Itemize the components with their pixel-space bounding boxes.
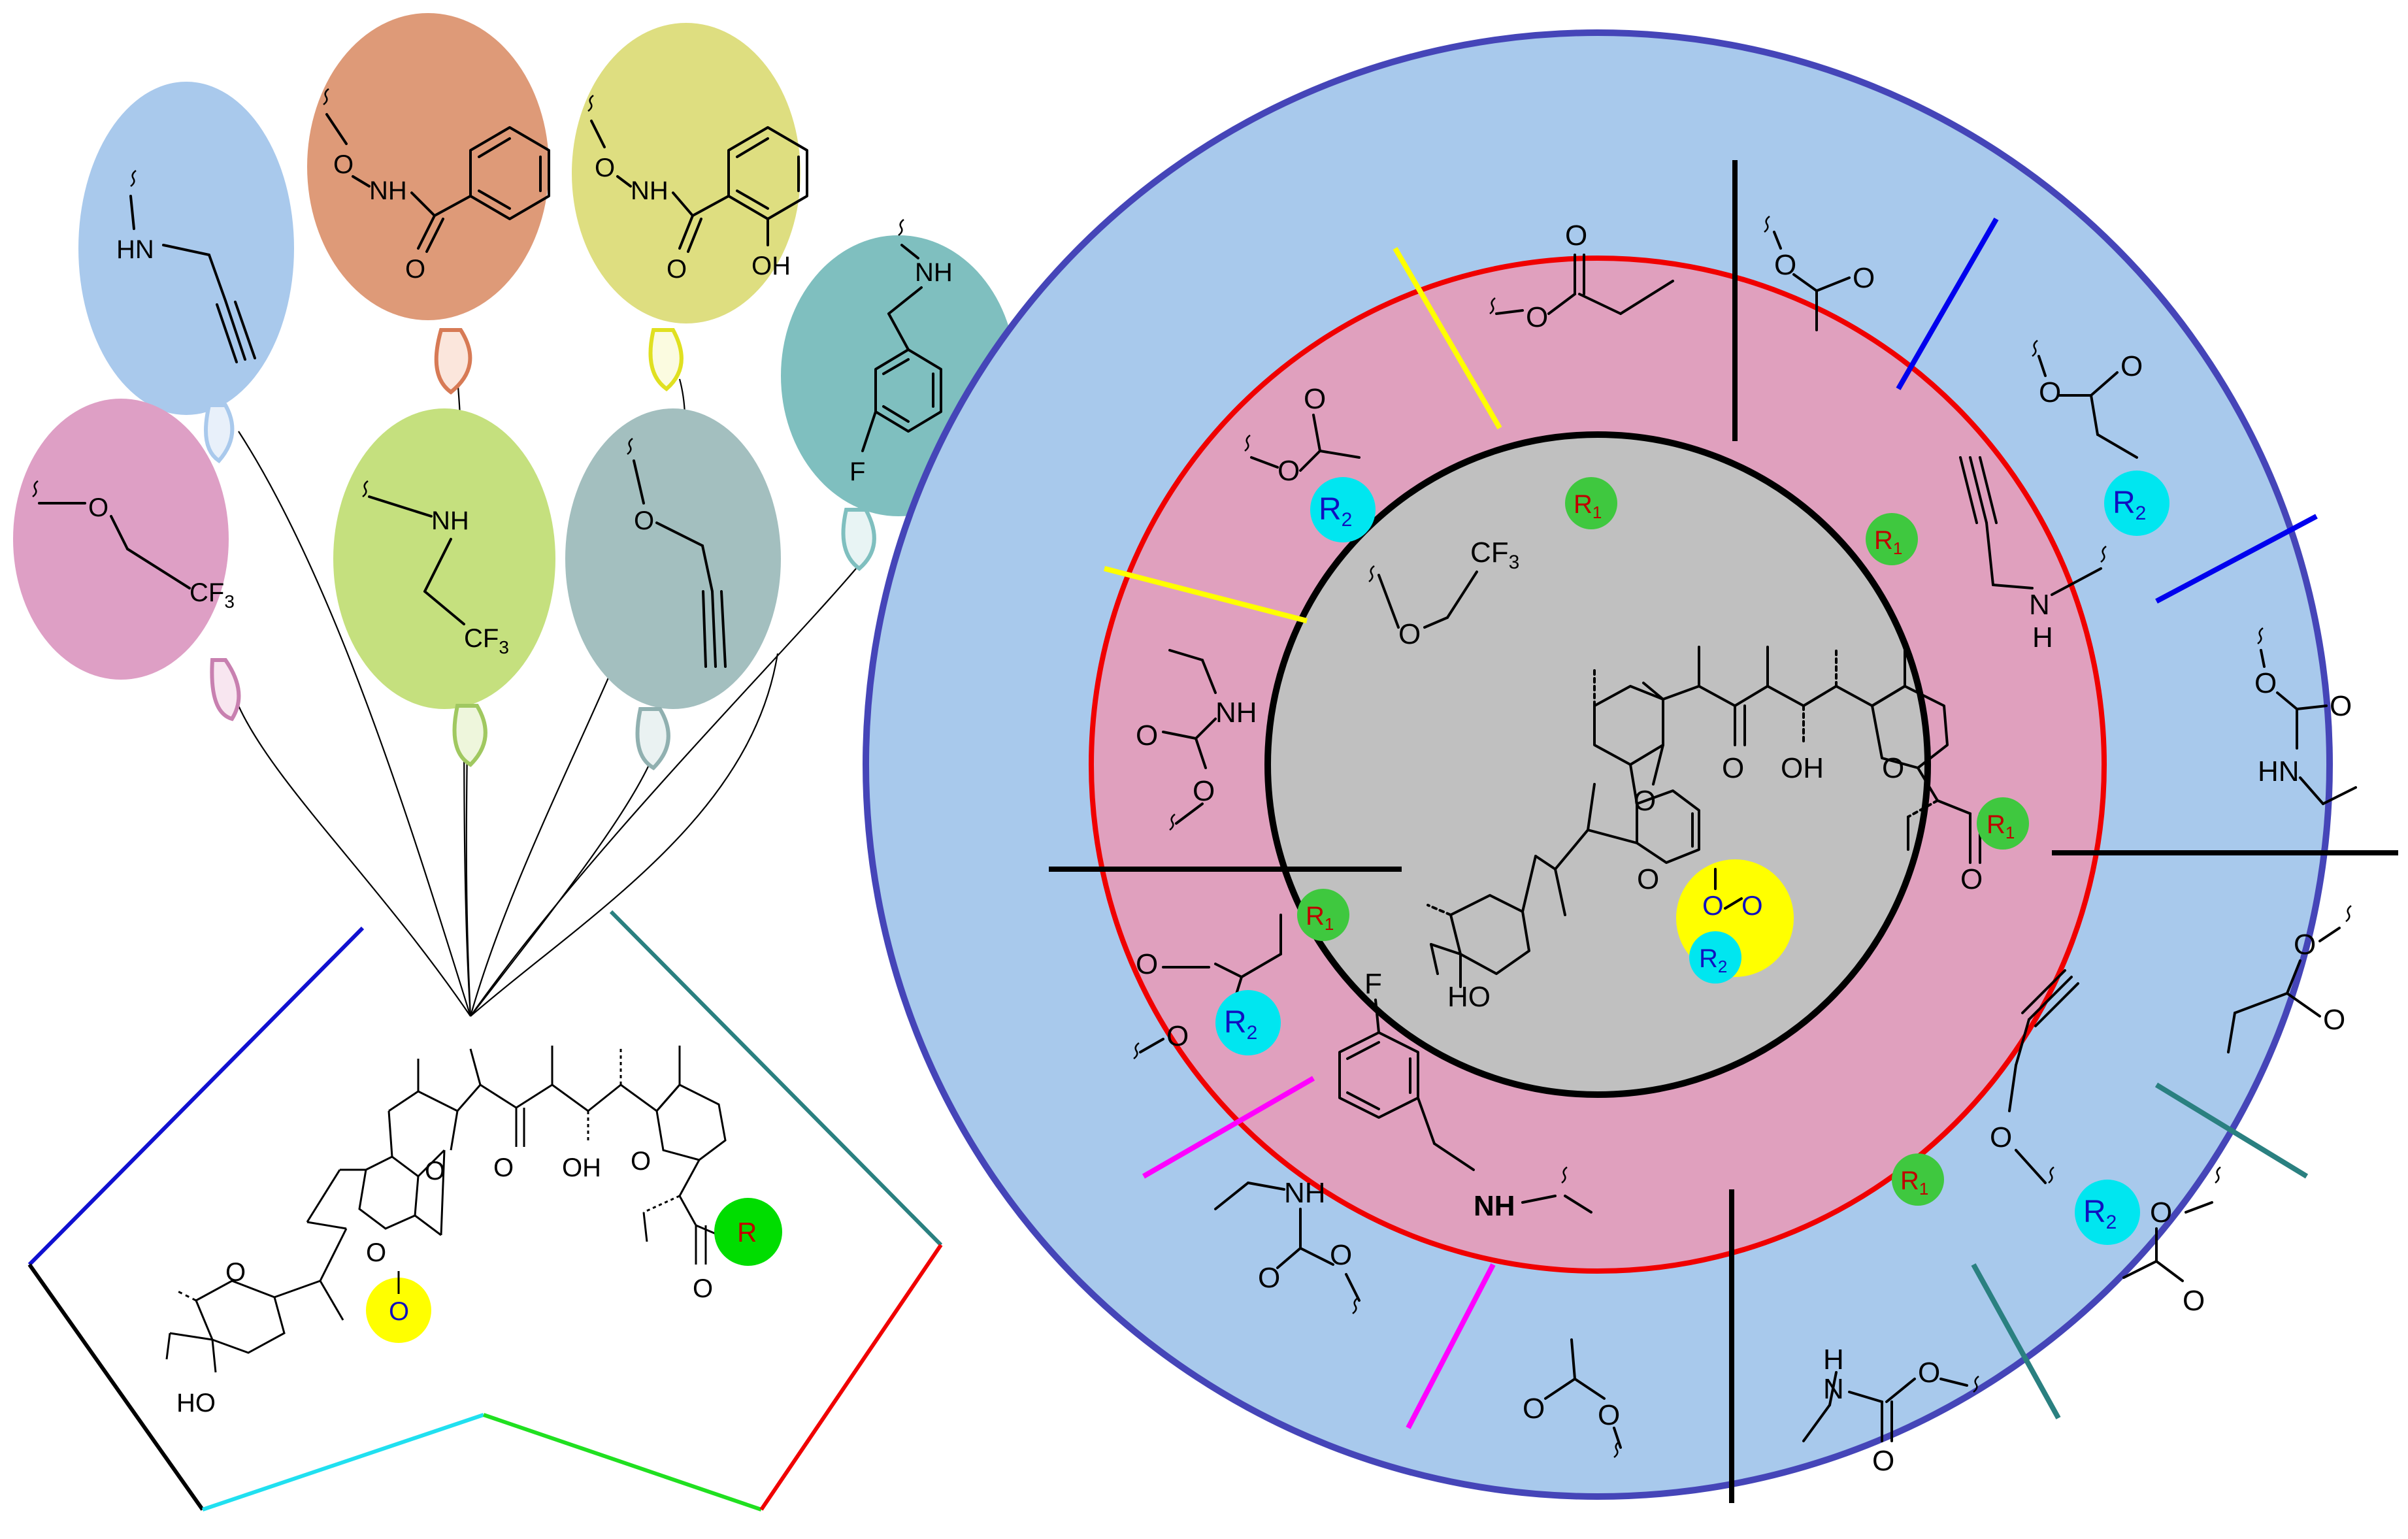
outer-carbamate-right: O O HN bbox=[2254, 627, 2357, 805]
outer-propanoate-right: O O bbox=[2227, 905, 2352, 1053]
cf3-label: CF3 bbox=[190, 578, 235, 612]
outer-o-label-7: O bbox=[2039, 376, 2061, 408]
mid-nh-label-1: N bbox=[2029, 589, 2050, 621]
outer-o-label-1: O bbox=[1526, 301, 1548, 333]
core-ring-o-label: O bbox=[1882, 752, 1904, 784]
outer-o-label-17: O bbox=[2150, 1197, 2172, 1229]
o-label: O bbox=[88, 493, 108, 522]
outer-o-label-23: O bbox=[1258, 1262, 1280, 1294]
outer-o-label-12: O bbox=[1193, 775, 1215, 807]
mid-h-label: H bbox=[2032, 621, 2053, 654]
outer-hn-label-1: HN bbox=[2258, 755, 2300, 787]
carbonyl-o-label: O bbox=[693, 1274, 713, 1303]
outer-h-label-2: H bbox=[1823, 1344, 1844, 1376]
balloon-trifluoroethoxy: O CF3 bbox=[13, 399, 241, 721]
lower-o-label: O bbox=[366, 1238, 386, 1267]
outer-propanoate-lowerleft: O O R2 bbox=[1133, 914, 1282, 1059]
balloon-trifluoroethylamine: NH CF3 bbox=[333, 408, 555, 767]
spiro-o-label: O bbox=[425, 1157, 445, 1185]
ketone-o-label: O bbox=[493, 1153, 514, 1182]
carbonate-o1-label: O bbox=[1702, 890, 1724, 921]
mid-fluorophenethylamine: R1 F NH bbox=[1297, 889, 1592, 1222]
carbonyl-o-label: O bbox=[667, 255, 687, 284]
o-highlight-label: O bbox=[389, 1297, 409, 1326]
mid-o-label-2: O bbox=[1990, 1121, 2012, 1153]
basket-molecule: O HO O O O OH bbox=[165, 1046, 782, 1417]
outer-o-label-5: O bbox=[1278, 455, 1300, 487]
outer-o-label-6: O bbox=[1304, 383, 1326, 415]
outer-acetate-bottom: O O bbox=[1523, 1338, 1622, 1458]
f-label: F bbox=[849, 457, 865, 486]
ho-label: HO bbox=[176, 1389, 216, 1417]
r-label: R bbox=[737, 1217, 757, 1248]
o-label: O bbox=[634, 506, 654, 535]
outer-carbamate-bottomright: H N O O bbox=[1802, 1344, 1979, 1477]
outer-o-label-3: O bbox=[1774, 249, 1796, 281]
outer-propanoate-upperright: O O R2 bbox=[2032, 340, 2169, 536]
o-highlight bbox=[366, 1278, 431, 1343]
carbonate-o2-label: O bbox=[1741, 890, 1763, 921]
balloon-propargyloxy: O bbox=[565, 408, 781, 770]
o-label: O bbox=[595, 154, 615, 182]
outer-o-label-4: O bbox=[1853, 262, 1875, 294]
outer-nh-label-3: NH bbox=[1284, 1177, 1326, 1209]
outer-o-label-8: O bbox=[2120, 350, 2143, 382]
outer-o-label-2: O bbox=[1565, 220, 1587, 252]
ring2-o-label: O bbox=[631, 1147, 651, 1176]
mid-f-label: F bbox=[1364, 968, 1382, 1000]
oh-label: OH bbox=[751, 252, 791, 280]
outer-carbamate-left: NH O O bbox=[1136, 649, 1257, 831]
basket-outline bbox=[27, 910, 943, 1512]
outer-o-label-21: O bbox=[1872, 1445, 1894, 1477]
oh-label: OH bbox=[562, 1153, 601, 1182]
wheel: O O R1 O H O O O bbox=[863, 29, 2398, 1503]
mid-o-label-1: O bbox=[1398, 618, 1421, 650]
outer-propanoate-top: O O bbox=[1489, 220, 1674, 333]
balloon-strings bbox=[238, 378, 857, 1017]
outer-o-label-10: O bbox=[2330, 690, 2352, 722]
outer-carbamate-lowerleft: NH O O bbox=[1214, 1177, 1361, 1314]
nh-label: NH bbox=[369, 176, 407, 205]
nh-label: NH bbox=[431, 506, 469, 535]
mid-propargylamine: R1 N H bbox=[1866, 456, 2107, 654]
outer-o-label-15: O bbox=[2294, 929, 2316, 961]
outer-o-label-16: O bbox=[2323, 1004, 2345, 1036]
outer-o-label-14: O bbox=[1166, 1020, 1189, 1052]
carbonyl-o-label: O bbox=[405, 255, 425, 284]
balloon-propargylamine: HN bbox=[78, 82, 294, 463]
outer-o-label-24: O bbox=[1330, 1239, 1352, 1271]
core-lower-o-label: O bbox=[1637, 863, 1659, 895]
outer-o-label-20: O bbox=[1598, 1399, 1620, 1431]
nh-label: NH bbox=[631, 176, 668, 205]
outer-o-label-9: O bbox=[2254, 667, 2277, 699]
outer-nh-label-2: N bbox=[1823, 1373, 1844, 1405]
outer-nh-label-1: NH bbox=[1215, 697, 1257, 729]
ring-o-label: O bbox=[225, 1258, 246, 1287]
core-oh-label: OH bbox=[1781, 752, 1824, 784]
nh-label: NH bbox=[915, 258, 953, 287]
outer-o-label-22: O bbox=[1918, 1357, 1940, 1389]
core-ho-label: HO bbox=[1447, 981, 1491, 1013]
mid-propargyloxy: R1 O bbox=[1892, 969, 2079, 1206]
balloon-benzamide-oxy: O NH O bbox=[307, 13, 550, 395]
outer-acetate-lowerright: R2 O O bbox=[2075, 1167, 2221, 1317]
mid-nh-label-2: NH bbox=[1474, 1190, 1515, 1222]
r-highlight bbox=[714, 1198, 782, 1266]
outer-acetate-upperleft: O O R2 bbox=[1244, 383, 1376, 542]
core-ketone-o-label: O bbox=[1722, 752, 1744, 784]
outer-acetate-topright: O O bbox=[1764, 216, 1875, 331]
o-label: O bbox=[333, 150, 354, 179]
mid-trifluoroethoxy: R1 CF3 O bbox=[1368, 477, 1617, 650]
outer-o-label-11: O bbox=[1136, 720, 1158, 752]
balloon-salicylamide-oxy: O NH O OH bbox=[572, 23, 808, 391]
outer-o-label-19: O bbox=[1523, 1393, 1545, 1425]
outer-o-label-18: O bbox=[2183, 1285, 2205, 1317]
outer-o-label-13: O bbox=[1136, 948, 1158, 980]
core-molecule: O O R1 OH O O O bbox=[1427, 646, 2029, 1013]
core-carbonyl-o-label: O bbox=[1960, 863, 1983, 895]
hn-label: HN bbox=[116, 235, 154, 264]
